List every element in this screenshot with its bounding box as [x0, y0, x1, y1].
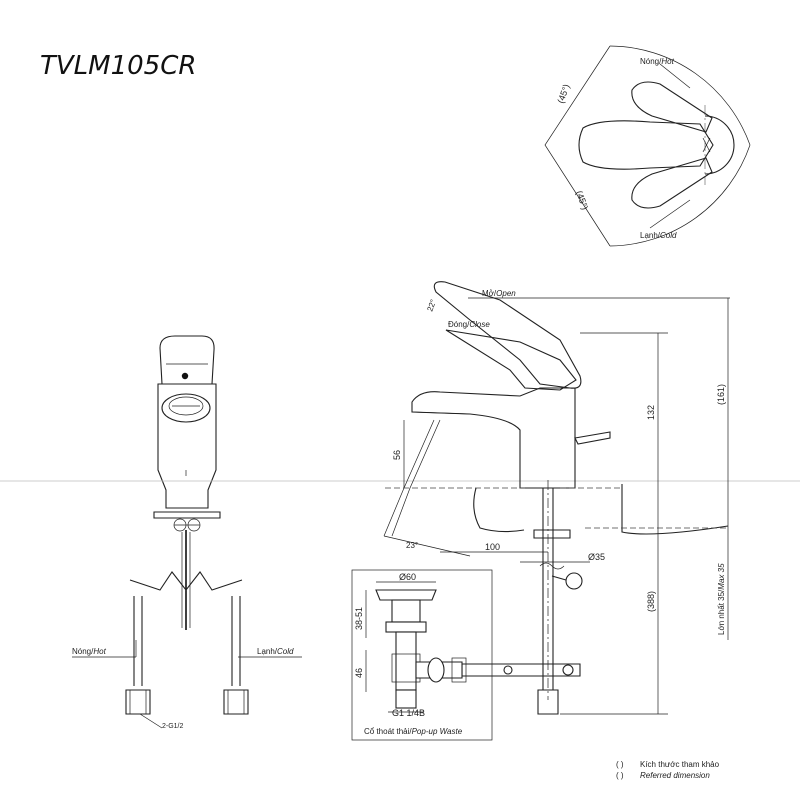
legend-symbol-2: ( ) — [616, 771, 624, 780]
waste-rod-seal — [451, 657, 467, 683]
waste-flange — [375, 589, 437, 601]
legend-symbol-1: ( ) — [616, 760, 624, 769]
sweep-arc — [609, 45, 751, 247]
legend: ( ) Kích thước tham khảo ( ) Referred di… — [616, 760, 720, 780]
base-outline — [704, 115, 735, 175]
lift-rod — [461, 663, 581, 677]
break-wave — [539, 562, 565, 570]
handle-center — [578, 120, 714, 170]
popup-knob — [574, 431, 611, 445]
spout-angle-line — [383, 535, 471, 557]
front-cold-label: Lạnh/Cold — [257, 647, 294, 656]
side-body — [411, 387, 576, 489]
angle-upper-label: (45°) — [555, 83, 571, 105]
legend-vi: Kích thước tham khảo — [640, 760, 720, 769]
front-body — [157, 383, 217, 509]
basin-bowl — [473, 487, 525, 533]
side-deck-nut — [533, 529, 571, 539]
front-thread-label: 2-G1/2 — [162, 723, 184, 730]
dim-132-label: 132 — [646, 405, 656, 420]
dim-388-label: (388) — [646, 591, 656, 612]
waste-tailpipe — [395, 689, 417, 709]
front-indicator-dot — [181, 372, 189, 380]
dim-range-label: 38-51 — [354, 607, 364, 630]
waste-rod-nut — [427, 657, 445, 683]
cold-leader — [649, 199, 691, 229]
lever-angle-label: 22° — [425, 298, 438, 312]
dim-46-label: 46 — [354, 668, 364, 678]
close-label: Đóng/Close — [448, 320, 490, 329]
dim-56-label: 56 — [392, 450, 402, 460]
front-handle — [159, 335, 215, 385]
side-hose-nut — [537, 689, 559, 715]
dim-60-label: Ø60 — [399, 572, 416, 582]
hot-leader — [659, 63, 691, 89]
top-cold-label: Lạnh/Cold — [640, 231, 677, 240]
max-deck-label: Lớn nhất 35/Max 35 — [717, 563, 726, 635]
waste-thread-label: G1 1/4B — [392, 708, 425, 718]
handle-cold-position — [631, 157, 713, 209]
front-hot-label: Nóng/Hot — [72, 647, 107, 656]
break-line — [129, 571, 243, 591]
spout-bottom — [411, 411, 471, 415]
side-view: 22° Mở/Open Đóng/Close 23° — [383, 281, 730, 715]
front-deck-plate — [153, 511, 221, 519]
spout-angle-label: 23° — [406, 541, 418, 550]
legend-en: Referred dimension — [640, 771, 710, 780]
lever-closed — [445, 329, 577, 391]
deck-edge — [621, 484, 729, 535]
cold-nut-lines — [227, 690, 245, 714]
hot-nut-lines — [129, 690, 147, 714]
front-spout — [161, 393, 211, 423]
dim-161-label: (161) — [716, 384, 726, 405]
rod-pivot-left — [503, 665, 513, 675]
sweep-boundary — [544, 45, 611, 247]
waste-plug — [391, 599, 421, 623]
angle-lower-label: (45°) — [574, 189, 590, 211]
front-view: Nóng/Hot Lạnh/Cold 2-G1/2 — [72, 335, 302, 730]
linkage-ball — [565, 572, 583, 590]
front-aerator — [168, 396, 204, 416]
water-stream-outer — [383, 419, 435, 537]
water-stream-inner — [391, 419, 441, 537]
open-label: Mở/Open — [482, 289, 516, 298]
top-view: (45°) (45°) Nóng/Hot Lạnh/Cold — [544, 45, 751, 247]
thread-leader — [139, 713, 163, 729]
linkage-arm — [551, 575, 567, 581]
waste-nut — [385, 621, 427, 633]
rod-pivot-right — [562, 664, 574, 676]
waste-body — [395, 631, 417, 691]
waste-frame — [351, 569, 493, 741]
waste-caption: Cổ thoát thải/Pop-up Waste — [364, 727, 463, 736]
dim-35-label: Ø35 — [588, 552, 605, 562]
handle-hot-position — [631, 81, 713, 133]
top-hot-label: Nóng/Hot — [640, 57, 675, 66]
model-title: TVLM105CR — [40, 51, 196, 81]
cold-hose-nut — [223, 689, 249, 715]
popup-waste-detail: Ø60 38-51 46 G1 1/4B Cổ thoát thải/Pop-u… — [351, 569, 493, 741]
indicator-mark-2 — [702, 137, 711, 153]
hot-hose-nut — [125, 689, 151, 715]
dim-100-label: 100 — [485, 542, 500, 552]
